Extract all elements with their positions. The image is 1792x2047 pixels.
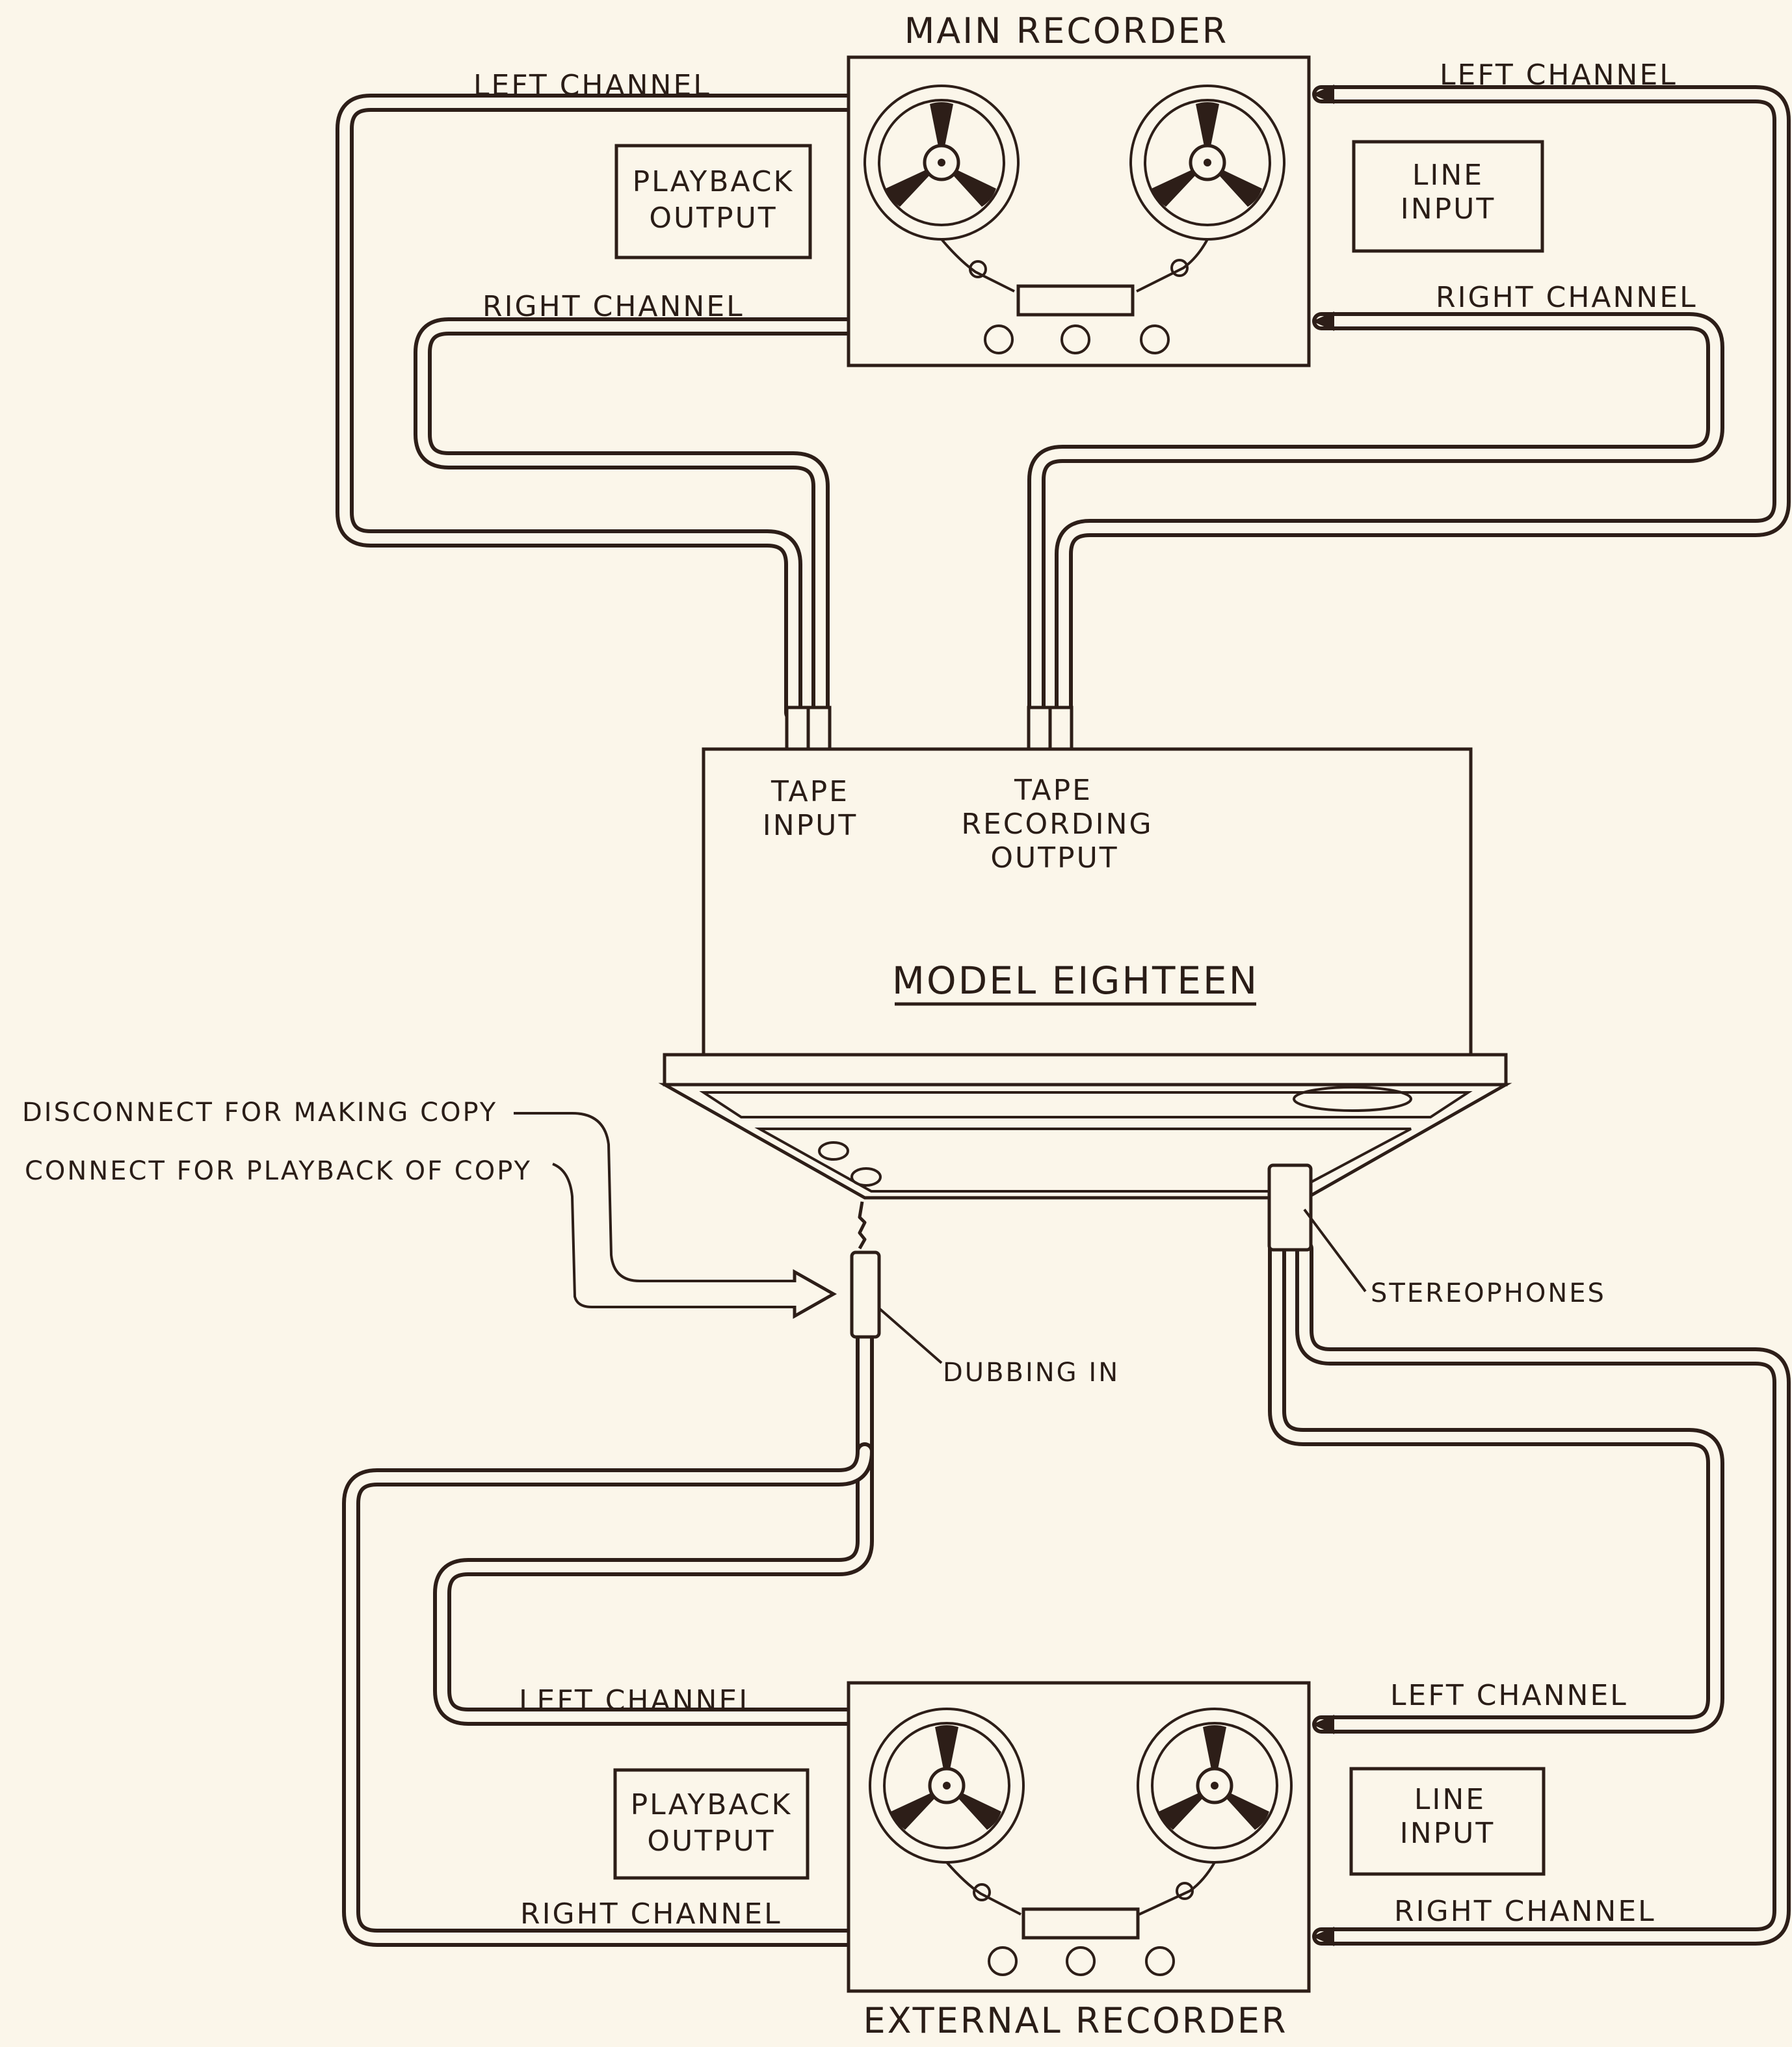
main-recorder	[847, 55, 1311, 367]
svg-text:RECORDING: RECORDING	[961, 808, 1153, 841]
external-guide-roller-right	[1176, 1882, 1194, 1900]
external-tape-path	[945, 1861, 1216, 1916]
main-right-input-cable	[1027, 312, 1724, 722]
dubbing-in-label: DUBBING IN	[943, 1358, 1120, 1388]
svg-text:TAPE: TAPE	[771, 775, 849, 808]
svg-text:OUTPUT: OUTPUT	[990, 841, 1118, 875]
main-knob-3	[1140, 324, 1170, 354]
ext-right-in-arrow	[1312, 1927, 1334, 1946]
stereophones-right-cable	[1295, 1239, 1791, 1946]
external-knob-2	[1066, 1946, 1096, 1976]
ext-left-in-arrow	[1312, 1715, 1334, 1734]
main-knob-1	[984, 324, 1014, 354]
tape-recording-output-label: TAPE RECORDING OUTPUT	[961, 774, 1153, 875]
main-left-output-cable	[336, 94, 858, 722]
dubbing-in-plug	[850, 1201, 881, 1339]
main-guide-roller-right	[1170, 259, 1189, 277]
svg-text:PLAYBACK: PLAYBACK	[633, 165, 795, 198]
external-left-channel-out-label: LEFT CHANNEL	[519, 1684, 757, 1717]
external-tape-head	[1021, 1907, 1140, 1940]
main-guide-roller-left	[969, 260, 987, 278]
external-knob-1	[988, 1946, 1018, 1976]
main-tape-path	[940, 238, 1209, 293]
main-right-channel-out-label: RIGHT CHANNEL	[482, 290, 744, 323]
svg-text:LINE: LINE	[1414, 1783, 1486, 1816]
main-knob-2	[1061, 324, 1090, 354]
svg-text:LINE: LINE	[1412, 159, 1484, 192]
external-knob-3	[1145, 1946, 1175, 1976]
front-panel-speaker-grille	[1293, 1086, 1412, 1112]
tape-input-label: TAPE INPUT	[763, 775, 858, 842]
main-playback-output-box: PLAYBACK OUTPUT	[614, 144, 812, 259]
external-line-input-box: LINE INPUT	[1349, 1767, 1546, 1876]
main-left-channel-out-label: LEFT CHANNEL	[473, 69, 711, 102]
external-left-channel-in-label: LEFT CHANNEL	[1390, 1679, 1628, 1712]
main-line-input-box: LINE INPUT	[1352, 140, 1544, 253]
dubbing-cable	[433, 1325, 874, 1726]
svg-text:INPUT: INPUT	[1400, 1817, 1496, 1850]
svg-text:TAPE: TAPE	[1014, 774, 1092, 807]
stereophones-label: STEREOPHONES	[1371, 1278, 1606, 1308]
stereophones-leader	[1303, 1208, 1367, 1293]
main-tape-head	[1016, 284, 1135, 317]
external-right-channel-in-label: RIGHT CHANNEL	[1394, 1895, 1656, 1928]
main-left-reel	[863, 85, 1020, 241]
external-right-output-cable	[342, 1442, 874, 1947]
main-left-channel-in-label: LEFT CHANNEL	[1440, 59, 1678, 92]
main-left-input-cable	[1055, 85, 1791, 722]
main-right-channel-in-label: RIGHT CHANNEL	[1436, 281, 1698, 314]
dubbing-in-leader	[878, 1307, 943, 1364]
tape-recording-output-plug	[1027, 706, 1074, 752]
external-recorder	[847, 1681, 1311, 1993]
svg-text:PLAYBACK: PLAYBACK	[631, 1788, 793, 1821]
external-recorder-title: EXTERNAL RECORDER	[863, 2000, 1288, 2041]
front-panel-jack-1	[818, 1141, 849, 1161]
main-right-reel	[1129, 85, 1285, 241]
model-name: MODEL EIGHTEEN	[892, 958, 1259, 1003]
main-recorder-title: MAIN RECORDER	[904, 10, 1229, 51]
svg-text:OUTPUT: OUTPUT	[649, 202, 777, 235]
front-panel-jack-2	[850, 1167, 882, 1187]
connect-note: CONNECT FOR PLAYBACK OF COPY	[25, 1156, 532, 1186]
tape-input-plug	[785, 706, 832, 752]
svg-text:OUTPUT: OUTPUT	[647, 1825, 775, 1858]
external-guide-roller-left	[973, 1883, 991, 1901]
main-right-in-arrow	[1312, 311, 1334, 331]
stereophones-left-cable	[1268, 1239, 1724, 1734]
main-right-output-cable	[414, 317, 858, 722]
main-left-in-arrow	[1312, 85, 1334, 104]
external-playback-output-box: PLAYBACK OUTPUT	[613, 1768, 810, 1880]
disconnect-note: DISCONNECT FOR MAKING COPY	[22, 1098, 497, 1128]
svg-text:INPUT: INPUT	[763, 809, 858, 842]
external-right-channel-out-label: RIGHT CHANNEL	[520, 1897, 782, 1931]
svg-text:INPUT: INPUT	[1401, 192, 1496, 226]
stereophones-plug	[1267, 1163, 1313, 1252]
disconnect-arrow	[514, 1112, 837, 1319]
